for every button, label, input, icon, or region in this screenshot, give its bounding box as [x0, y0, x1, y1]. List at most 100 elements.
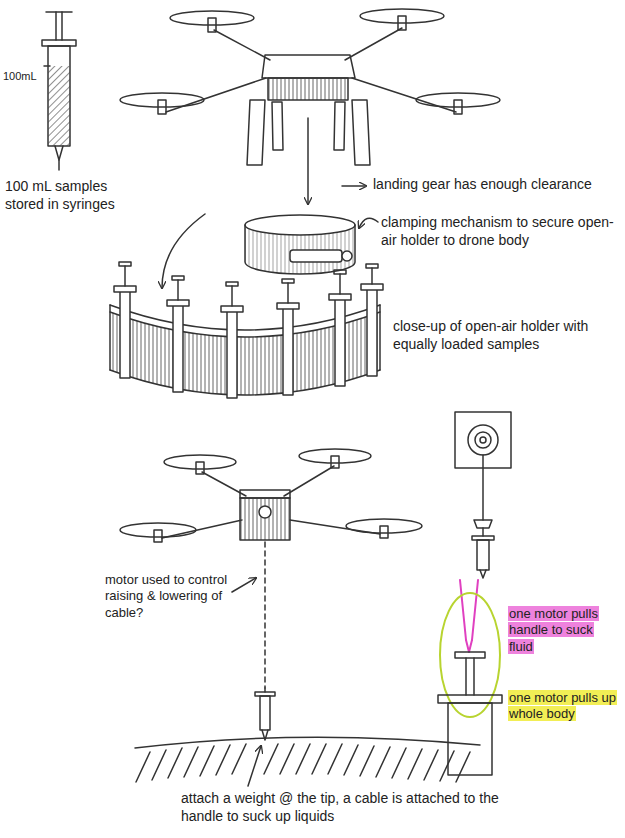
sketch-stroke — [296, 744, 310, 774]
leader-line — [342, 185, 366, 187]
sketch-stroke — [342, 251, 352, 261]
sketch-stroke — [344, 745, 358, 775]
sketch-stroke — [55, 146, 63, 160]
sketch-stroke — [474, 520, 492, 528]
sketch-stroke — [334, 270, 346, 274]
sketch-stroke — [329, 294, 351, 300]
sketch-stroke — [475, 432, 491, 448]
leader-line — [359, 218, 378, 228]
note-box: landing gear has enough clearance — [372, 176, 617, 194]
sketch-stroke — [455, 652, 485, 658]
sketch-stroke — [480, 570, 486, 578]
sketch-stroke — [167, 300, 189, 306]
leader-line — [248, 746, 261, 786]
sketch-stroke — [352, 100, 370, 165]
sketch-stroke — [184, 747, 198, 777]
sketch-stroke — [46, 11, 72, 13]
sketch-stroke — [287, 283, 289, 303]
sketch-stroke — [438, 695, 502, 703]
sketch-stroke — [58, 160, 60, 170]
sketch-stroke — [371, 268, 373, 284]
sketch-stroke — [480, 437, 486, 443]
sketch-stroke — [166, 78, 266, 112]
sketch-stroke — [282, 279, 294, 283]
sketch-stroke — [367, 286, 377, 376]
sketch-stroke — [331, 456, 339, 468]
sketch-stroke — [168, 748, 182, 778]
sketch-stroke — [272, 102, 283, 150]
sketch-stroke — [380, 526, 388, 538]
sketch-stroke — [361, 284, 383, 290]
highlighted-note: one motor pulls handle to suck fluid — [508, 606, 599, 654]
pulley-sketch — [455, 412, 511, 578]
sketch-stroke — [277, 303, 299, 309]
sketch-stroke — [42, 40, 76, 46]
note-text: clamping mechanism to secure open-air ho… — [380, 214, 615, 248]
sketch-stroke — [177, 280, 179, 300]
sketch-stroke — [260, 696, 270, 730]
note-box: clamping mechanism to secure open-air ho… — [380, 214, 616, 249]
leader-line — [232, 578, 256, 592]
sketch-stroke — [214, 30, 270, 60]
sketch-stroke — [460, 580, 478, 640]
holder-closeup — [110, 262, 383, 398]
sketch-stroke — [55, 12, 57, 40]
sketch-stroke — [335, 296, 345, 386]
note-text: 100mL — [2, 70, 38, 82]
syringe-sketch — [255, 688, 275, 740]
sketch-stroke — [154, 530, 162, 542]
sketch-stroke — [124, 266, 126, 286]
sketch-stroke — [280, 744, 294, 774]
note-text: 100 mL samples stored in syringes — [4, 178, 116, 212]
sketch-stroke — [312, 744, 326, 774]
sketch-stroke — [227, 308, 237, 398]
note-box: one motor pulls handle to suck fluid — [508, 606, 618, 655]
sketch-stroke — [448, 703, 492, 775]
note-box: motor used to control raising & lowering… — [104, 572, 230, 621]
sketch-stroke — [172, 276, 184, 280]
sketch-stroke — [245, 225, 355, 274]
sketch-stroke — [200, 746, 214, 776]
syringe-closeup — [438, 580, 502, 775]
sketch-stroke — [379, 305, 381, 370]
sketch-stroke — [366, 264, 378, 268]
sketch-stroke — [226, 282, 238, 286]
holder-ring — [245, 215, 355, 274]
note-box: 100mL — [2, 70, 46, 84]
sketch-stroke — [216, 745, 230, 775]
note-box: close-up of open-air holder with equally… — [392, 318, 616, 353]
sketch-stroke — [283, 305, 293, 395]
sketch-stroke — [44, 65, 50, 67]
sketch-stroke — [245, 215, 355, 235]
sketch-stroke — [231, 286, 233, 306]
note-box: one motor pulls up whole body — [508, 690, 618, 723]
sketch-stroke — [221, 306, 243, 312]
sketch-stroke — [232, 744, 246, 774]
sketch-stroke — [61, 12, 63, 40]
sketch-stroke — [262, 55, 355, 78]
sketch-stroke — [290, 520, 380, 534]
down-arrow — [162, 214, 205, 288]
sketch-stroke — [466, 640, 472, 652]
drone-sketch — [120, 449, 422, 542]
sketch-stroke — [247, 100, 265, 165]
drone-sketch — [120, 9, 500, 165]
sketch-stroke — [360, 746, 374, 776]
sketch-stroke — [48, 46, 70, 146]
sketch-stroke — [290, 250, 342, 262]
note-text: close-up of open-air holder with equally… — [392, 318, 589, 352]
sketch-stroke — [473, 658, 475, 695]
sketch-stroke — [109, 305, 111, 370]
sketch-stroke — [477, 540, 489, 570]
sketch-stroke — [240, 498, 290, 540]
sketch-stroke — [264, 744, 278, 774]
sketch-stroke — [328, 744, 342, 774]
down-arrow — [307, 118, 309, 204]
sketch-stroke — [284, 466, 334, 496]
sketch-stroke — [482, 528, 484, 536]
sketch-stroke — [376, 747, 390, 777]
sketch-stroke — [162, 520, 242, 538]
note-box: attach a weight @ the tip, a cable is at… — [180, 790, 520, 825]
sketch-stroke — [240, 490, 290, 498]
